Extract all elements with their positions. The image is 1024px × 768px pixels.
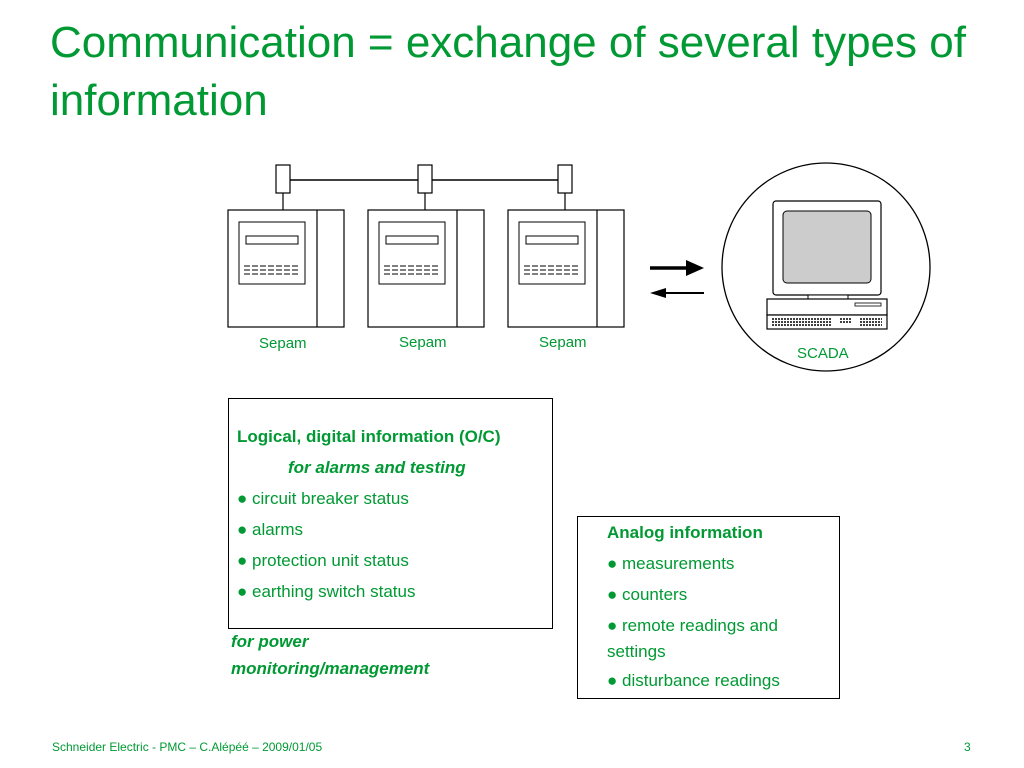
list-item: disturbance readings: [607, 665, 839, 696]
list-item: remote readings and settings: [607, 610, 817, 665]
sepam-device-icon: [507, 209, 625, 328]
list-item: alarms: [237, 514, 552, 545]
sepam-device-icon: [227, 209, 345, 328]
page-number: 3: [964, 740, 971, 754]
exchange-arrows-icon: [650, 260, 704, 298]
list-item: counters: [607, 579, 839, 610]
sepam-label: Sepam: [539, 334, 587, 351]
slide-title: Communication = exchange of several type…: [50, 18, 966, 125]
bus-connector: [557, 164, 573, 210]
digital-info-box: Logical, digital information (O/C) for a…: [228, 398, 553, 629]
footer-text: Schneider Electric - PMC – C.Alépéé – 20…: [52, 740, 323, 754]
sepam-label: Sepam: [399, 334, 447, 351]
scada-label: SCADA: [797, 345, 849, 362]
list-item: protection unit status: [237, 545, 552, 576]
list-item: measurements: [607, 548, 839, 579]
digital-info-subheading: for alarms and testing: [288, 458, 466, 477]
network-diagram: [227, 162, 931, 372]
analog-caption: for power monitoring/management: [231, 632, 430, 678]
list-item: circuit breaker status: [237, 483, 552, 514]
sepam-label: Sepam: [259, 335, 307, 352]
list-item: earthing switch status: [237, 576, 552, 607]
digital-info-heading: Logical, digital information (O/C): [237, 427, 501, 446]
bus-connector: [275, 164, 291, 210]
analog-info-heading: Analog information: [607, 523, 763, 542]
sepam-device-icon: [367, 209, 485, 328]
scada-computer-icon: [721, 162, 931, 372]
analog-info-box: Analog information measurements counters…: [577, 516, 840, 699]
bus-connector: [417, 164, 433, 210]
